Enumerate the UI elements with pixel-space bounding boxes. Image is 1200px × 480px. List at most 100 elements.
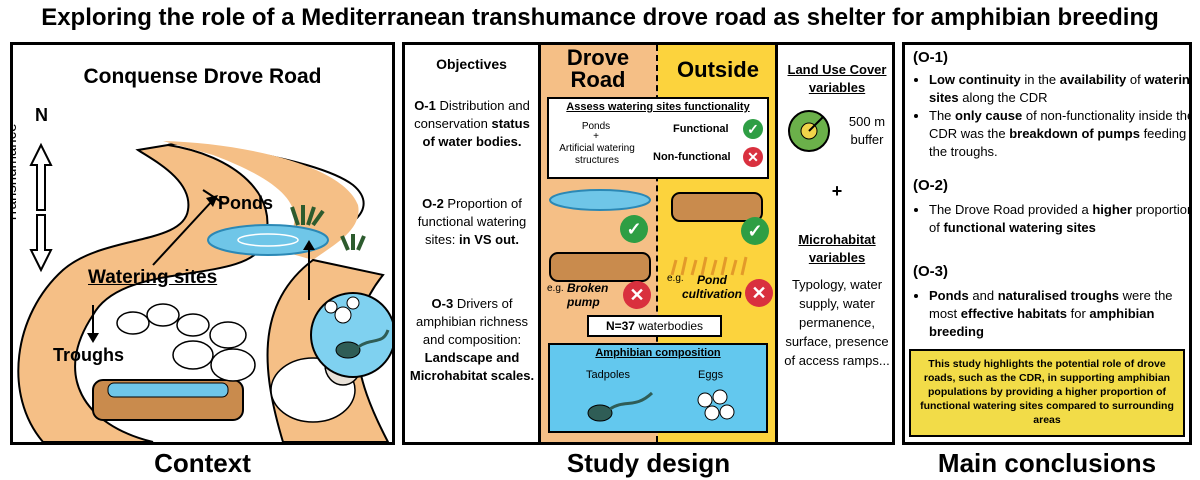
objectives-heading: Objectives [436, 56, 507, 72]
conclusion-o2-list: The Drove Road provided a higher proport… [913, 201, 1192, 237]
highlight-text: This study highlights the potential role… [920, 358, 1174, 426]
drove-trough-icon [549, 252, 651, 282]
land-use-heading: Land Use Cover variables [787, 62, 887, 95]
assess-box: Assess watering sites functionality Pond… [547, 97, 769, 179]
c3-t3: for [1070, 306, 1086, 321]
non-functional-label: Non-functional [653, 151, 731, 163]
functional-check-icon: ✓ [743, 119, 763, 139]
transhumance-label: Transhumance [10, 123, 20, 224]
o3-text: Drivers of amphibian richness and compos… [415, 296, 528, 347]
microhabitat-list: Typology, water supply, water permanence… [784, 277, 890, 368]
c3-b2: naturalised troughs [997, 288, 1120, 303]
tadpoles-label: Tadpoles [586, 369, 631, 381]
conclusion-o2-item-1: The Drove Road provided a higher proport… [929, 201, 1192, 237]
c1a-t1: in the [1024, 72, 1057, 87]
drove-road-map [17, 141, 392, 442]
functional-label: Functional [673, 123, 729, 135]
conclusion-o1-item-1: Low continuity in the availability of wa… [929, 71, 1190, 107]
c2-b1: higher [1092, 202, 1133, 217]
page-title: Exploring the role of a Mediterranean tr… [41, 4, 1159, 31]
c1b-b1: only cause [955, 108, 1023, 123]
conclusion-o3-head: (O-3) [913, 263, 948, 280]
drove-road-heading: Drove Road [566, 45, 630, 92]
c3-t1: and [972, 288, 995, 303]
watering-sites-label: Watering sites [88, 267, 218, 288]
objective-o1: O-1 Distribution and conservation status… [409, 97, 535, 151]
eg2-label: e.g. [667, 273, 684, 284]
map-title: Conquense Drove Road [83, 65, 322, 88]
reeds-icon [290, 205, 366, 251]
outside-trough-check-icon: ✓ [741, 217, 769, 245]
eg1-label: e.g. [547, 283, 564, 294]
c1a-t3: along the CDR [962, 90, 1048, 105]
cultivated-pond-icon [670, 256, 748, 276]
sample-size-n: N=37 [605, 319, 635, 333]
sample-size-box: N=37 waterbodies [587, 315, 722, 337]
microhabitat-heading: Microhabitat variables [798, 232, 876, 265]
pond-cultivation-label: Pond cultivation [681, 273, 742, 301]
o1-text: Distribution and conservation [414, 98, 530, 131]
pond-cultivation-cross-icon: ✕ [745, 279, 773, 307]
tadpole-icon [587, 391, 654, 422]
objective-o3: O-3 Drivers of amphibian richness and co… [409, 295, 535, 385]
c3-b1: Ponds [929, 288, 969, 303]
o1-bold: status of water bodies. [422, 116, 530, 149]
broken-pump-cross-icon: ✕ [623, 281, 651, 309]
pond-shape [207, 224, 329, 256]
c1a-b2: availability [1059, 72, 1127, 87]
ponds-label: Ponds [218, 193, 274, 213]
drove-pond-check-icon: ✓ [620, 215, 648, 243]
o1-id: O-1 [414, 98, 436, 113]
c3-b4: amphibian breeding [929, 306, 1155, 339]
o2-text: Proportion of functional watering sites: [417, 196, 527, 247]
context-panel: Conquense Drove Road N Transhumance Pond… [10, 42, 395, 445]
variables-plus: + [831, 181, 843, 201]
c1b-t1: The [929, 108, 952, 123]
drove-pond-icon [549, 189, 651, 211]
conclusions-panel: (O-1) Low continuity in the availability… [902, 42, 1192, 445]
troughs-label: Troughs [53, 345, 124, 365]
o2-bold2: VS out. [474, 232, 519, 247]
tadpole-eggs-zoom [310, 292, 392, 378]
eggs-icon [697, 389, 735, 421]
north-arrow-icon [29, 142, 53, 273]
trough-icon [92, 379, 244, 421]
highlight-box: This study highlights the potential role… [909, 349, 1185, 437]
sample-size-text: waterbodies [638, 319, 704, 333]
c1b-t2: of non-functionality inside the CDR was … [929, 108, 1192, 141]
assess-artificial: Artificial watering structures [559, 143, 635, 166]
o3-bold: Landscape and Microhabitat scales. [409, 350, 535, 383]
outside-trough-icon [671, 192, 763, 222]
buffer-icon [788, 110, 830, 152]
c3-t2: were the most [929, 288, 1173, 321]
c2-t2: proportion of [929, 202, 1192, 235]
assess-ponds: Ponds [581, 121, 611, 132]
c1b-b2: breakdown of pumps [1009, 126, 1140, 141]
conclusion-o3-item-1: Ponds and naturalised troughs were the m… [929, 287, 1189, 341]
c1a-b1: Low continuity [929, 72, 1021, 87]
conclusions-label: Main conclusions [937, 448, 1157, 478]
north-label: N [35, 105, 48, 125]
o3-id: O-3 [431, 296, 454, 311]
c2-t1: The Drove Road provided a [929, 202, 1089, 217]
conclusion-o3-list: Ponds and naturalised troughs were the m… [913, 287, 1189, 341]
context-label: Context [154, 448, 251, 478]
c2-b2: functional watering sites [943, 220, 1096, 235]
conclusion-o1-head: (O-1) [913, 49, 948, 66]
c3-b3: effective habitats [960, 306, 1067, 321]
c1b-t3: feeding the troughs. [929, 126, 1187, 159]
non-functional-cross-icon: ✕ [743, 147, 763, 167]
study-design-label: Study design [566, 448, 731, 478]
o2-id: O-2 [422, 196, 444, 211]
eggs-label: Eggs [698, 369, 724, 381]
c1a-t2: of [1129, 72, 1141, 87]
o2-bold1: in [459, 232, 471, 247]
study-design-panel: Objectives O-1 Distribution and conserva… [402, 42, 895, 445]
conclusion-o1-item-2: The only cause of non-functionality insi… [929, 107, 1192, 161]
c1a-b3: watering sites [929, 72, 1190, 105]
conclusion-o2-head: (O-2) [913, 177, 948, 194]
assess-plus: + [593, 131, 599, 142]
objective-o2: O-2 Proportion of functional watering si… [409, 195, 535, 249]
broken-pump-label: Broken pump [567, 281, 609, 309]
conclusion-o1-list: Low continuity in the availability of wa… [913, 71, 1192, 161]
